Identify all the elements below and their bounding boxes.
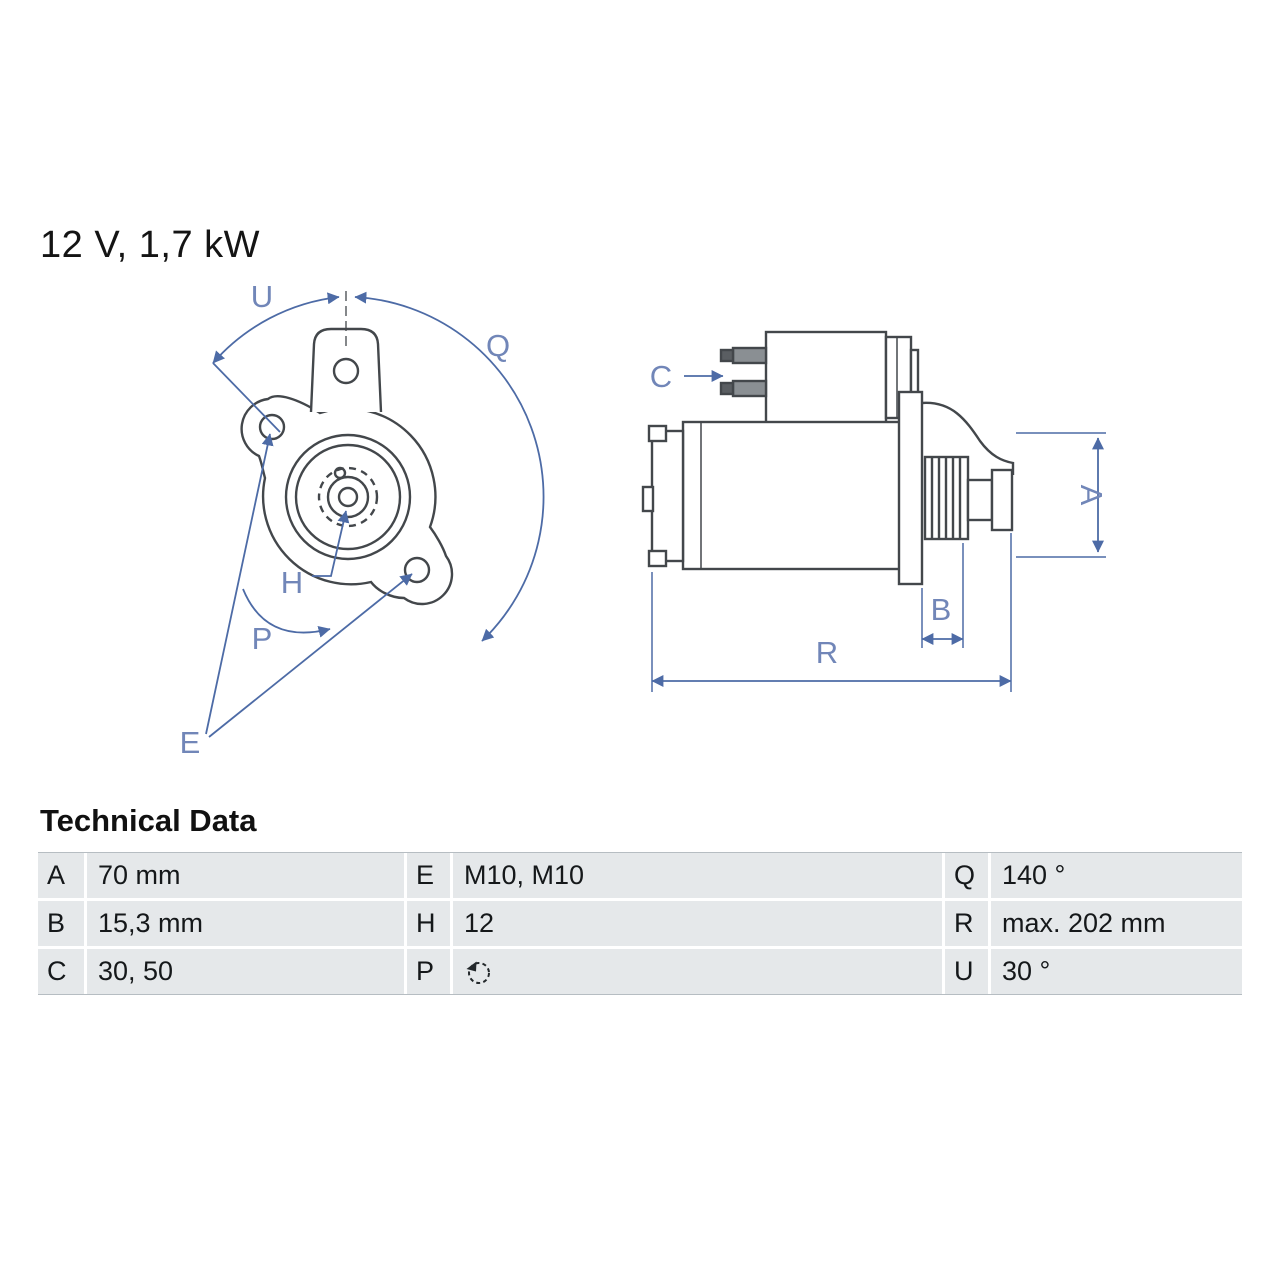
- spec-key: U: [942, 949, 988, 994]
- front-dimension-labels: U Q H P E: [180, 279, 510, 760]
- dim-label-r: R: [816, 635, 838, 670]
- spec-value: 30 °: [988, 949, 1242, 994]
- side-dimension-lines: [651, 370, 1106, 692]
- side-view-drawing: C A B R: [641, 330, 1109, 692]
- spec-value: 30, 50: [84, 949, 404, 994]
- spec-key: R: [942, 901, 988, 946]
- dim-label-q: Q: [486, 328, 510, 363]
- leader-e-upper: [205, 433, 274, 735]
- spec-value: 70 mm: [84, 853, 404, 898]
- dim-label-b: B: [931, 592, 952, 627]
- starter-front-outline: [240, 291, 454, 606]
- end-cap: [650, 429, 685, 563]
- spec-value: max. 202 mm: [988, 901, 1242, 946]
- table-row: C 30, 50 P U 30 °: [38, 949, 1242, 994]
- side-dimension-labels: C A B R: [650, 359, 1109, 670]
- front-view-drawing: U Q H P E: [180, 279, 545, 760]
- product-spec-title: 12 V, 1,7 kW: [40, 224, 261, 266]
- spec-key: Q: [942, 853, 988, 898]
- terminal-upper-bolt: [719, 348, 735, 363]
- spec-key: A: [47, 860, 66, 890]
- dim-label-h: H: [281, 565, 303, 600]
- technical-data-table: A 70 mm E M10, M10 Q 140 ° B 15,3 mm H 1…: [38, 852, 1242, 995]
- solenoid-body: [764, 330, 888, 425]
- rotation-direction-icon: [466, 961, 490, 984]
- technical-data-heading: Technical Data: [40, 803, 257, 838]
- spec-value: 15,3 mm: [84, 901, 404, 946]
- terminal-lower: [731, 379, 768, 398]
- spec-value: 12: [450, 901, 942, 946]
- technical-drawing: U Q H P E: [180, 279, 1109, 760]
- spec-key: B: [47, 908, 66, 938]
- drive-housing: [921, 401, 1015, 475]
- mounting-flange: [240, 395, 454, 606]
- dim-label-c: C: [650, 359, 672, 394]
- front-dimension-lines: [205, 291, 545, 738]
- end-cap-boss: [641, 485, 655, 513]
- table-row: A 70 mm E M10, M10 Q 140 °: [38, 853, 1242, 898]
- dim-label-p: P: [252, 621, 273, 656]
- table-row: B 15,3 mm H 12 R max. 202 mm: [38, 901, 1242, 946]
- dim-arc-u: [212, 292, 340, 364]
- leader-e-lower: [208, 573, 413, 738]
- dim-label-u: U: [251, 279, 273, 314]
- end-cap-tab-bottom: [647, 549, 668, 568]
- dim-radial-u: [212, 362, 281, 433]
- dim-arc-q: [354, 291, 545, 642]
- spec-value: M10, M10: [450, 853, 942, 898]
- technical-data-section: Technical Data A 70 mm E M10, M10 Q 140 …: [38, 803, 1242, 995]
- motor-body: [681, 420, 907, 571]
- starter-side-outline: [641, 330, 1015, 586]
- shaft-end-cap: [990, 468, 1014, 532]
- dim-label-e: E: [180, 725, 201, 760]
- terminal-lower-bolt: [719, 381, 735, 396]
- spec-value-rotation-direction: [450, 949, 942, 994]
- spec-value: 140 °: [988, 853, 1242, 898]
- spec-key: P: [404, 949, 450, 994]
- drive-end-flange: [897, 390, 924, 586]
- dim-arc-p: [242, 588, 331, 638]
- keyway-hole: [333, 466, 347, 480]
- spec-key: H: [404, 901, 450, 946]
- spec-key: E: [404, 853, 450, 898]
- dim-label-a: A: [1074, 485, 1109, 506]
- drive-shaft: [966, 478, 994, 522]
- terminal-upper: [731, 346, 768, 365]
- end-cap-tab-top: [647, 424, 668, 443]
- spec-key: C: [47, 956, 67, 986]
- leader-h: [312, 510, 350, 577]
